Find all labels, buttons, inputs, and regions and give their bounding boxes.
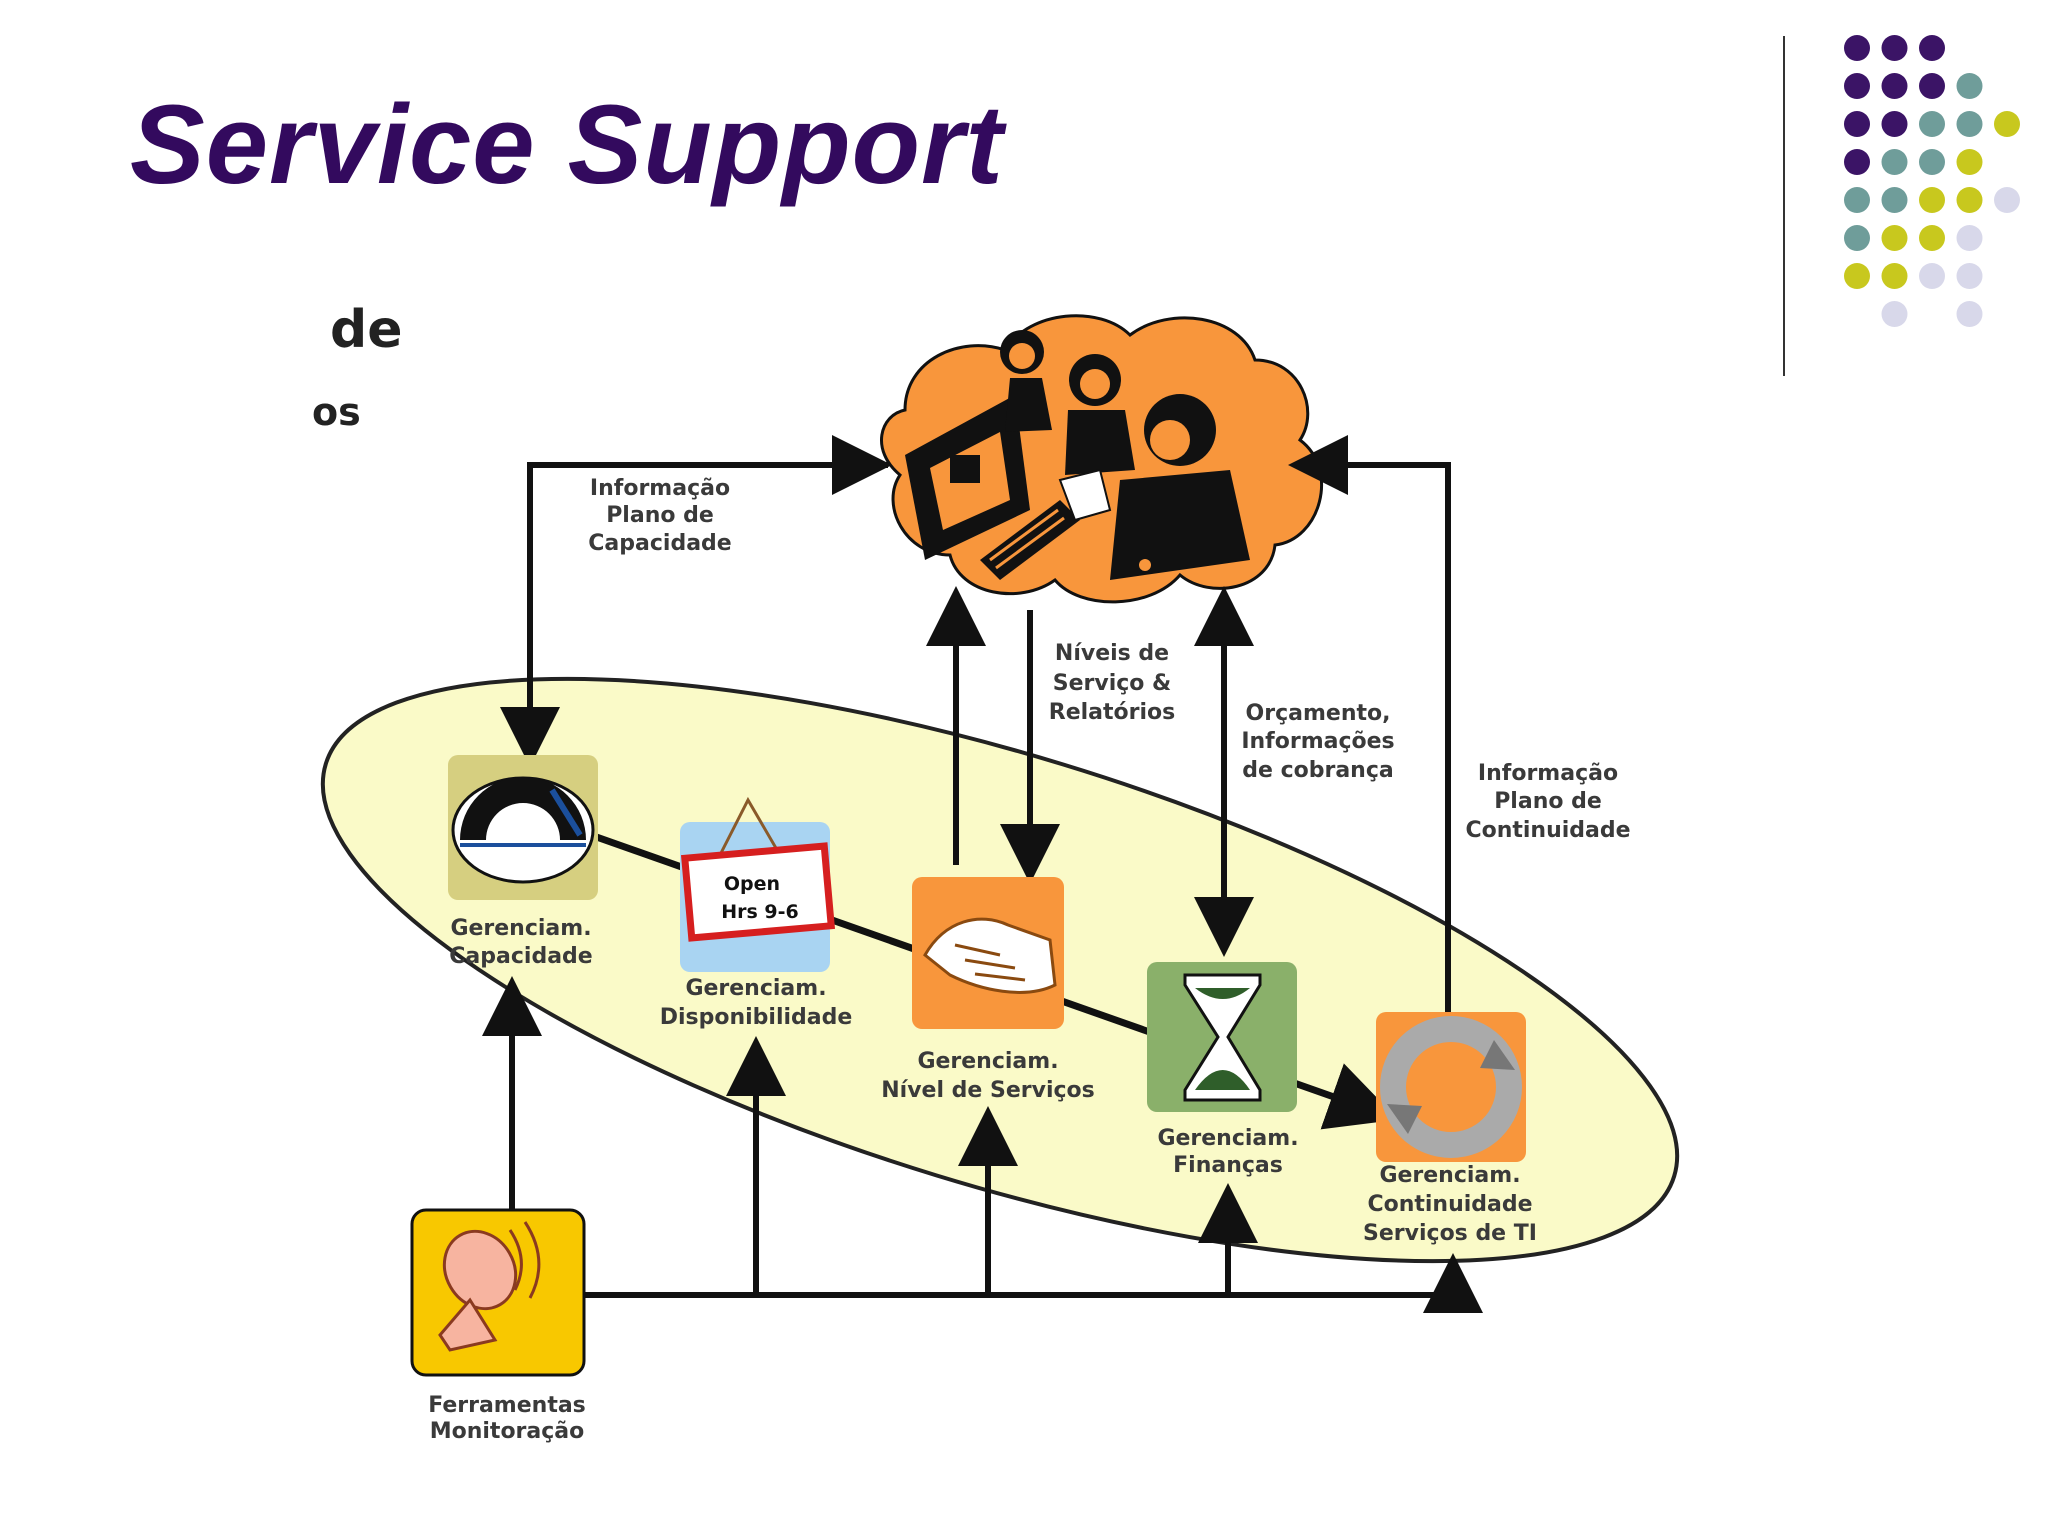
decorative-dot (1881, 149, 1908, 175)
decorative-dot (1956, 225, 1983, 251)
continuity-info-label: Informação Plano de Continuidade (1465, 761, 1630, 843)
svg-text:Gerenciam.: Gerenciam. (1157, 1126, 1298, 1151)
continuity-node-label: Gerenciam. Continuidade Serviços de TI (1363, 1163, 1537, 1246)
continuity-cycle-icon (1376, 1012, 1526, 1162)
svg-text:Monitoração: Monitoração (430, 1419, 585, 1444)
decorative-dot (1881, 35, 1908, 61)
hourglass-icon (1147, 962, 1297, 1112)
decorative-dot (1956, 301, 1983, 327)
decorative-dot (1919, 263, 1945, 289)
svg-text:Informação: Informação (590, 476, 730, 501)
decorative-dot (1956, 111, 1983, 137)
decorative-dot (1956, 187, 1983, 213)
cropped-text-fragment: de (330, 300, 403, 360)
svg-text:Finanças: Finanças (1173, 1153, 1283, 1178)
service-level-node-label: Gerenciam. Nível de Serviços (881, 1049, 1095, 1103)
svg-text:de cobrança: de cobrança (1242, 758, 1393, 783)
svg-text:Capacidade: Capacidade (588, 531, 731, 556)
cropped-text-fragment: os (312, 390, 361, 434)
svg-text:Disponibilidade: Disponibilidade (660, 1005, 853, 1030)
svg-text:Continuidade: Continuidade (1465, 818, 1630, 843)
budget-label: Orçamento, Informações de cobrança (1241, 701, 1394, 783)
decorative-dot (1994, 111, 2020, 137)
svg-text:Serviço &: Serviço & (1053, 671, 1172, 696)
svg-text:Serviços de TI: Serviços de TI (1363, 1221, 1537, 1246)
svg-text:Níveis de: Níveis de (1055, 641, 1169, 666)
monitoring-node-label: Ferramentas Monitoração (428, 1393, 586, 1444)
decorative-dot (1956, 263, 1983, 289)
svg-text:Gerenciam.: Gerenciam. (450, 916, 591, 941)
svg-text:Gerenciam.: Gerenciam. (685, 976, 826, 1001)
svg-text:Gerenciam.: Gerenciam. (1379, 1163, 1520, 1188)
svg-text:Ferramentas: Ferramentas (428, 1393, 586, 1418)
decorative-dot (1919, 149, 1945, 175)
finance-node-label: Gerenciam. Finanças (1157, 1126, 1298, 1178)
satellite-dish-icon (410, 1208, 586, 1377)
availability-icon: Open Hrs 9-6 (680, 796, 836, 972)
decorative-dot (1844, 35, 1870, 61)
capacity-icon (448, 755, 598, 900)
decorative-dot-grid (1844, 35, 2020, 327)
decorative-dot (1919, 35, 1945, 61)
slide-title: Service Support (130, 82, 1004, 207)
decorative-dot (1919, 225, 1945, 251)
business-cloud-illustration (880, 314, 1324, 604)
svg-text:Relatórios: Relatórios (1049, 700, 1175, 725)
service-levels-label: Níveis de Serviço & Relatórios (1049, 641, 1175, 725)
capacity-node-label: Gerenciam. Capacidade (449, 916, 592, 969)
svg-text:Nível de Serviços: Nível de Serviços (881, 1078, 1095, 1103)
decorative-dot (1919, 111, 1945, 137)
svg-text:Plano de: Plano de (606, 503, 714, 528)
svg-text:Informação: Informação (1478, 761, 1618, 786)
decorative-dot (1844, 111, 1870, 137)
open-sign-line-1: Open (724, 873, 780, 895)
decorative-dot (1881, 263, 1908, 289)
svg-text:Capacidade: Capacidade (449, 944, 592, 969)
decorative-dot (1844, 73, 1870, 99)
svg-text:Gerenciam.: Gerenciam. (917, 1049, 1058, 1074)
svg-text:Continuidade: Continuidade (1367, 1192, 1532, 1217)
decorative-dot (1844, 149, 1870, 175)
decorative-dot (1881, 73, 1908, 99)
availability-node-label: Gerenciam. Disponibilidade (660, 976, 853, 1030)
decorative-dot (1994, 187, 2020, 213)
decorative-dot (1881, 187, 1908, 213)
capacity-info-label: Informação Plano de Capacidade (588, 476, 731, 556)
decorative-dot (1956, 149, 1983, 175)
handshake-icon (912, 877, 1064, 1029)
decorative-dot (1881, 225, 1908, 251)
decorative-divider (1783, 36, 1785, 376)
open-sign-line-2: Hrs 9-6 (721, 901, 799, 923)
decorative-dot (1956, 73, 1983, 99)
decorative-dot (1919, 73, 1945, 99)
decorative-dot (1844, 225, 1870, 251)
svg-text:Plano de: Plano de (1494, 789, 1602, 814)
decorative-dot (1844, 263, 1870, 289)
continuity-info-arrow (1288, 435, 1451, 1020)
decorative-dot (1881, 301, 1908, 327)
decorative-dot (1919, 187, 1945, 213)
svg-text:Informações: Informações (1241, 729, 1394, 754)
decorative-dot (1844, 187, 1870, 213)
decorative-dot (1881, 111, 1908, 137)
svg-text:Orçamento,: Orçamento, (1246, 701, 1391, 726)
